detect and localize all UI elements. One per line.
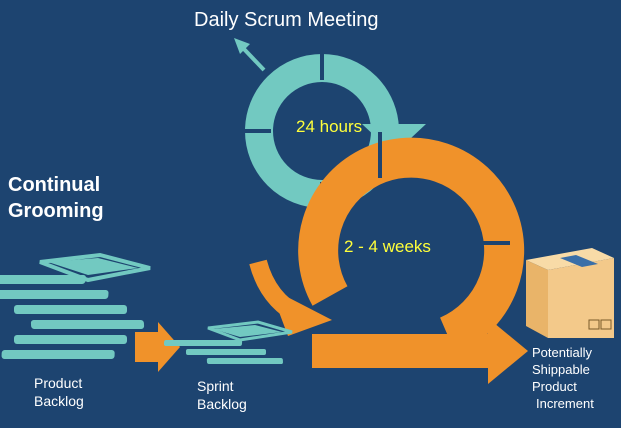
- product-backlog-label: Product Backlog: [34, 375, 84, 410]
- daily-meeting-arrow: [234, 38, 266, 72]
- increment-line-2: Shippable: [532, 361, 590, 377]
- sprint-backlog-line-1: Sprint: [197, 378, 234, 394]
- increment-label: Potentially Shippable Product Increment: [532, 345, 594, 413]
- increment-line-1: Potentially: [532, 345, 592, 360]
- daily-cycle-duration-label: 24 hours: [296, 117, 363, 136]
- sprint-backlog-label: Sprint Backlog: [197, 378, 247, 413]
- product-backlog-line-1: Product: [34, 375, 83, 391]
- continual-grooming-label: Continual Grooming: [8, 172, 104, 224]
- backlog-transfer-arrow: [135, 322, 180, 372]
- daily-scrum-meeting-label: Daily Scrum Meeting: [194, 9, 379, 31]
- sprint-cycle-ring: [249, 132, 525, 355]
- grooming-line-1: Continual: [8, 174, 101, 196]
- increment-line-3: Product: [532, 378, 577, 394]
- product-backlog-line-2: Backlog: [34, 392, 84, 409]
- sprint-cycle-duration-label: 2 - 4 weeks: [344, 237, 431, 256]
- sprint-backlog-line-2: Backlog: [197, 395, 247, 412]
- increment-arrow: [312, 318, 528, 384]
- increment-line-4: Increment: [536, 395, 594, 411]
- product-backlog-stack: [0, 252, 151, 359]
- sprint-backlog-stack: [163, 320, 293, 364]
- shipping-box-icon: [526, 248, 614, 338]
- grooming-line-2: Grooming: [8, 200, 104, 222]
